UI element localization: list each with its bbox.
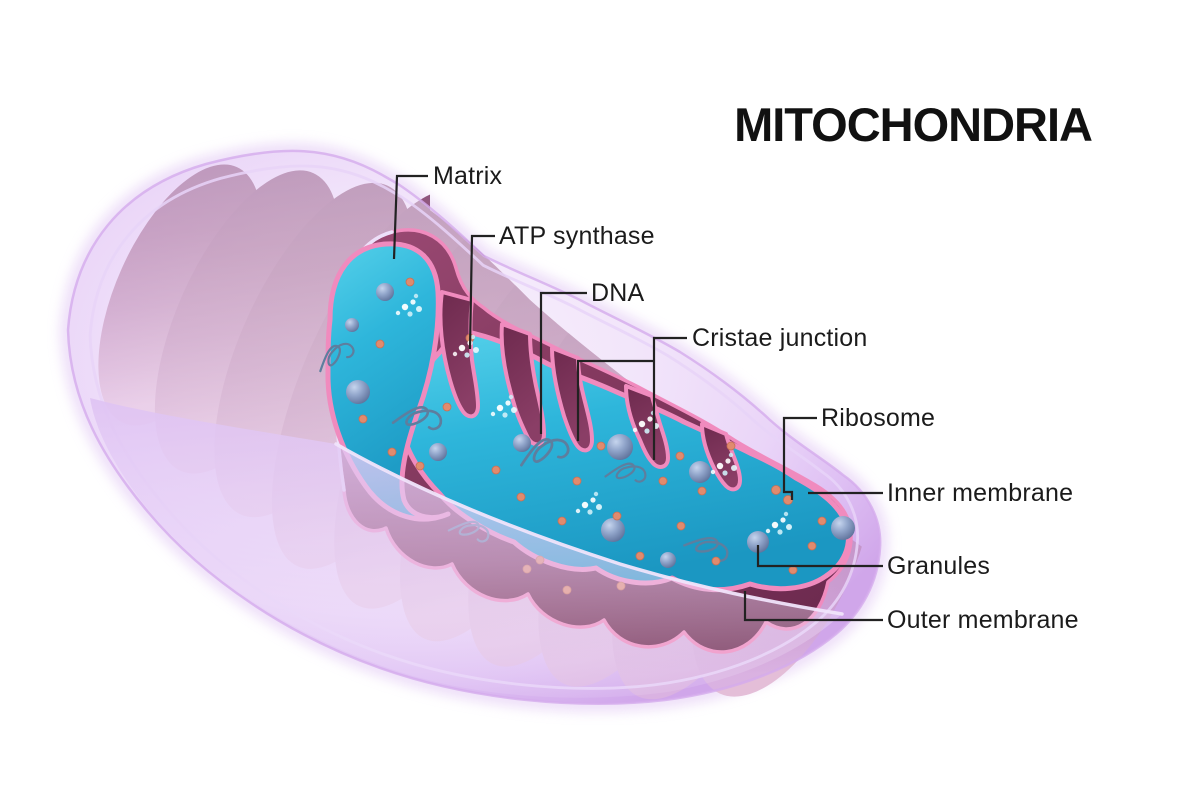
leader-atp-synthase	[468, 234, 495, 350]
granule-sphere	[346, 380, 370, 404]
leader-granules	[756, 545, 883, 568]
crista-fold	[550, 346, 594, 453]
granule-sphere	[513, 434, 531, 452]
crista-fold	[624, 384, 670, 469]
ribosome-dot-target	[771, 485, 781, 495]
granule-sphere	[607, 434, 633, 460]
granule-sphere	[601, 518, 625, 542]
label-ribosome: Ribosome	[821, 404, 936, 432]
granule-sphere	[429, 443, 447, 461]
granule-sphere	[689, 461, 711, 483]
leader-matrix	[392, 174, 428, 260]
outer-membrane-cut-line	[334, 442, 844, 616]
leader-ribosome	[782, 416, 817, 500]
label-granules: Granules	[887, 552, 991, 580]
granule-sphere-target	[747, 531, 769, 553]
granule-sphere	[376, 283, 394, 301]
leader-dna	[539, 291, 587, 434]
leader-outer-membrane	[743, 591, 883, 622]
granule-spheres	[345, 283, 855, 568]
leader-cristae-junction	[576, 336, 687, 460]
label-outer-membrane: Outer membrane	[887, 606, 1079, 634]
crista-fold	[438, 290, 480, 419]
label-dna: DNA	[591, 279, 645, 307]
leader-lines	[392, 174, 883, 622]
label-cristae-junction: Cristae junction	[692, 324, 868, 352]
label-inner-membrane: Inner membrane	[887, 479, 1074, 507]
label-atp-synthase: ATP synthase	[499, 222, 655, 250]
granule-sphere	[831, 516, 855, 540]
granule-sphere	[345, 318, 359, 332]
label-matrix: Matrix	[433, 162, 503, 190]
front-envelope	[90, 398, 842, 698]
granule-sphere	[660, 552, 676, 568]
page-title: MITOCHONDRIA	[734, 98, 1093, 151]
envelope-rim	[66, 149, 882, 705]
